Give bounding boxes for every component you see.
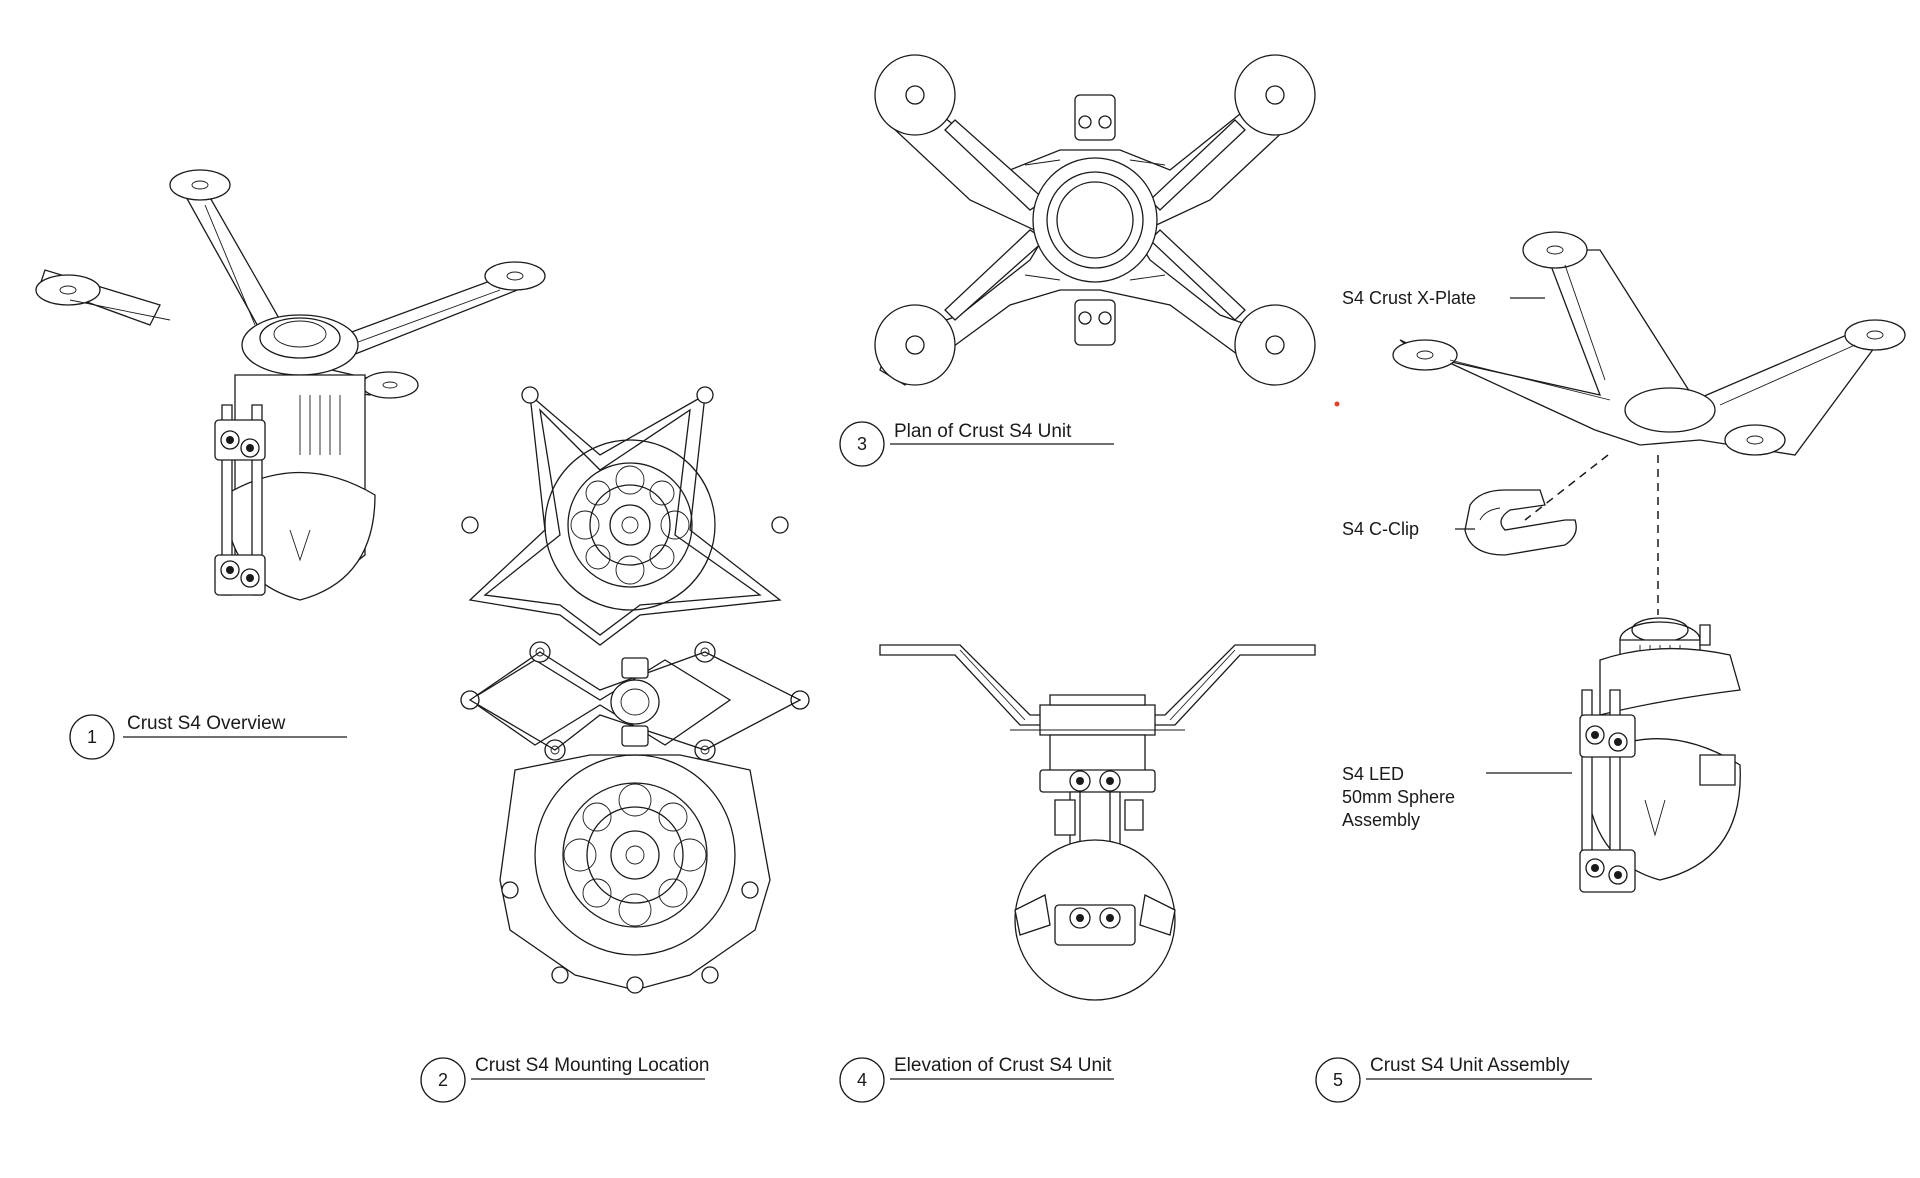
caption-figure-4: 4 Elevation of Crust S4 Unit: [840, 1055, 1114, 1102]
svg-text:S4 LED: S4 LED: [1342, 764, 1404, 784]
svg-text:S4 C-Clip: S4 C-Clip: [1342, 519, 1419, 539]
svg-text:3: 3: [857, 434, 867, 454]
svg-text:50mm Sphere: 50mm Sphere: [1342, 787, 1455, 807]
callout-x-plate: S4 Crust X-Plate: [1342, 288, 1545, 308]
svg-text:Crust S4 Mounting Location: Crust S4 Mounting Location: [475, 1055, 709, 1076]
figure-5-assembly-drawing: [1393, 232, 1905, 892]
caption-figure-2: 2 Crust S4 Mounting Location: [421, 1055, 709, 1102]
caption-figure-1: 1 Crust S4 Overview: [70, 713, 347, 759]
svg-text:4: 4: [857, 1070, 867, 1090]
svg-text:5: 5: [1333, 1070, 1343, 1090]
figure-4-elevation-drawing: [880, 645, 1315, 1000]
svg-text:2: 2: [438, 1070, 448, 1090]
svg-text:S4 Crust X-Plate: S4 Crust X-Plate: [1342, 288, 1476, 308]
svg-text:1: 1: [87, 727, 97, 747]
callout-led-assembly: S4 LED 50mm Sphere Assembly: [1342, 764, 1572, 830]
svg-text:Plan of Crust S4 Unit: Plan of Crust S4 Unit: [894, 421, 1072, 442]
figure-3-plan-drawing: [875, 55, 1315, 385]
caption-figure-5: 5 Crust S4 Unit Assembly: [1316, 1055, 1592, 1102]
figure-1-overview-drawing: [36, 170, 545, 600]
svg-text:Crust S4 Unit Assembly: Crust S4 Unit Assembly: [1370, 1055, 1570, 1076]
caption-figure-3: 3 Plan of Crust S4 Unit: [840, 421, 1114, 466]
figure-2-mounting-drawing: [461, 387, 809, 993]
svg-text:Assembly: Assembly: [1342, 810, 1420, 830]
svg-text:Crust S4 Overview: Crust S4 Overview: [127, 713, 286, 734]
callout-c-clip: S4 C-Clip: [1342, 519, 1475, 539]
accent-dot: [1334, 401, 1340, 407]
svg-text:Elevation of Crust S4 Unit: Elevation of Crust S4 Unit: [894, 1055, 1112, 1076]
